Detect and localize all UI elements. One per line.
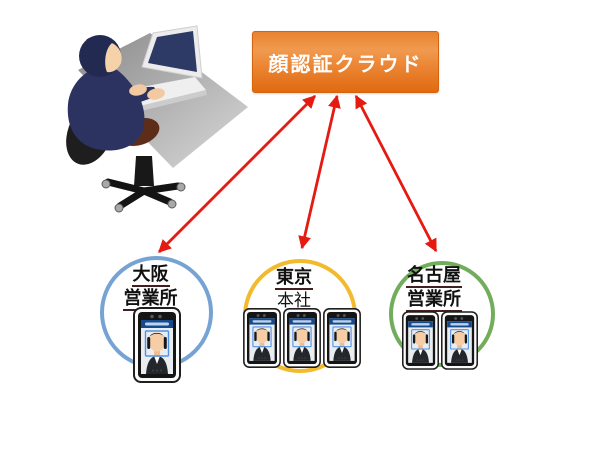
face-recognition-terminal bbox=[243, 308, 281, 368]
arrow-cloud-nagoya bbox=[354, 94, 438, 253]
site-tokyo-type: 本社 bbox=[277, 291, 311, 311]
site-osaka-labels: 大阪 営業所 bbox=[94, 264, 207, 312]
site-osaka: 大阪 営業所 bbox=[100, 256, 213, 383]
face-recognition-terminal bbox=[402, 311, 439, 370]
person-face bbox=[105, 43, 122, 73]
site-tokyo: 東京 本社 bbox=[243, 259, 361, 373]
site-nagoya-labels: 名古屋 営業所 bbox=[381, 265, 487, 313]
face-recognition-terminal bbox=[441, 311, 478, 370]
face-recognition-terminal bbox=[283, 308, 321, 368]
site-tokyo-name: 東京 bbox=[275, 267, 313, 290]
site-nagoya-name: 名古屋 bbox=[406, 265, 462, 288]
chair-pedestal bbox=[134, 156, 154, 186]
site-tokyo-labels: 東京 本社 bbox=[237, 267, 351, 312]
laptop-display bbox=[148, 31, 197, 72]
arrow-cloud-tokyo bbox=[298, 94, 341, 250]
person-hair-fringe bbox=[86, 35, 118, 46]
chair-caster bbox=[167, 199, 177, 209]
site-nagoya-type: 営業所 bbox=[406, 289, 462, 313]
face-recognition-terminal bbox=[133, 307, 181, 383]
chair-caster bbox=[101, 179, 111, 189]
site-nagoya-devices bbox=[402, 311, 478, 370]
cloud-label: 顔認証クラウド bbox=[268, 53, 423, 76]
site-osaka-name: 大阪 bbox=[131, 264, 170, 287]
person-hand bbox=[129, 84, 147, 96]
site-tokyo-devices bbox=[243, 308, 361, 368]
operator-at-laptop-illustration bbox=[66, 25, 248, 213]
chair-caster bbox=[114, 203, 124, 213]
site-osaka-type: 営業所 bbox=[122, 288, 179, 312]
chair-caster bbox=[176, 182, 186, 192]
face-recognition-terminal bbox=[323, 308, 361, 368]
person-body bbox=[67, 65, 145, 151]
face-auth-cloud-box: 顔認証クラウド bbox=[252, 31, 439, 93]
chair-legs bbox=[104, 178, 182, 210]
site-osaka-devices bbox=[133, 307, 181, 383]
site-nagoya: 名古屋 営業所 bbox=[389, 261, 495, 370]
